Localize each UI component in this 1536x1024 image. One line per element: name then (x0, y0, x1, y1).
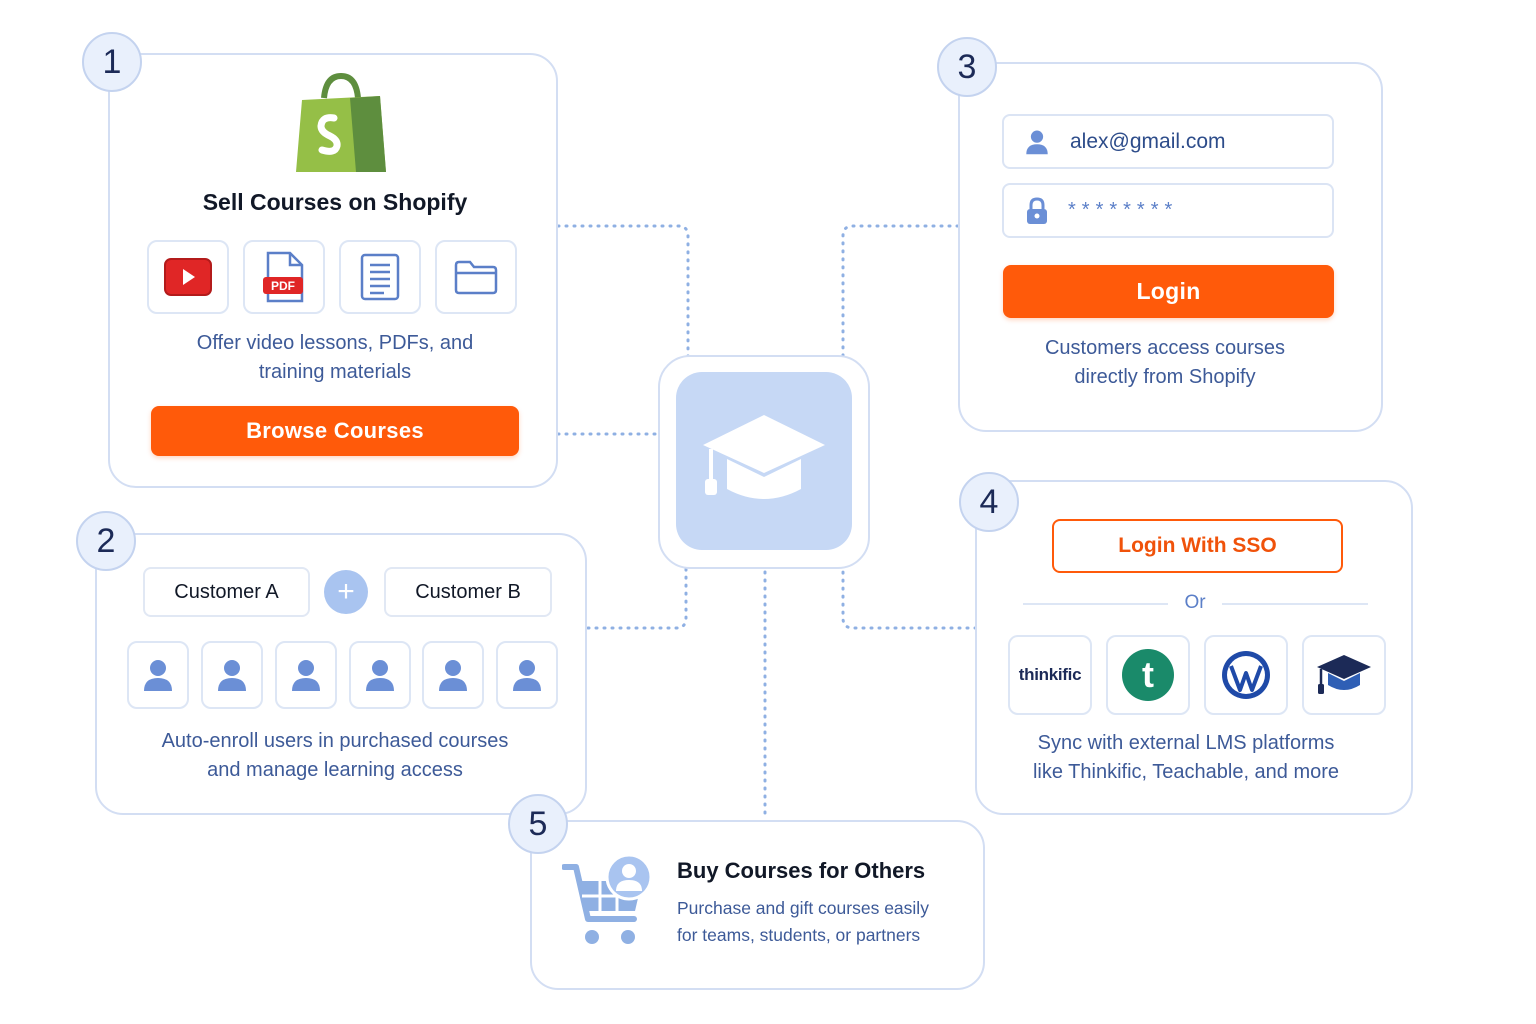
plus-symbol: + (337, 575, 355, 608)
thinkific-logo: thinkific (1018, 665, 1082, 684)
password-value: ******** (1068, 199, 1179, 221)
pdf-label: PDF (271, 279, 295, 293)
lock-icon (1027, 196, 1047, 224)
connector-2 (586, 563, 688, 630)
card5-description-line1: Purchase and gift courses easily (677, 898, 929, 918)
user-tile (127, 641, 189, 709)
connector-4 (841, 563, 978, 630)
folder-icon (454, 260, 498, 295)
card3-description-line1: Customers access courses (1044, 337, 1286, 359)
or-divider-right (1222, 603, 1368, 605)
password-field[interactable]: ******** (1002, 183, 1334, 238)
user-tile (349, 641, 411, 709)
cart-user-icon (562, 853, 653, 944)
lms-tile[interactable] (1302, 635, 1386, 715)
card-buy-for-others (530, 820, 985, 990)
wordpress-icon (1222, 651, 1270, 699)
card5-description: Purchase and gift courses easily for tea… (677, 895, 967, 949)
card2-description-line2: and manage learning access (207, 759, 463, 781)
card1-description: Offer video lessons, PDFs, and training … (148, 329, 522, 387)
connector-3 (841, 224, 960, 358)
login-button[interactable]: Login (1003, 265, 1334, 318)
user-tile (201, 641, 263, 709)
customer-b-pill[interactable]: Customer B (384, 567, 552, 617)
folder-tile[interactable] (435, 240, 517, 314)
plus-icon: + (324, 570, 368, 614)
card5-title: Buy Courses for Others (677, 858, 926, 883)
browse-courses-button[interactable]: Browse Courses (151, 406, 519, 456)
user-icon (439, 660, 467, 691)
teachable-tile[interactable]: t (1106, 635, 1190, 715)
user-tile (275, 641, 337, 709)
user-icon (218, 660, 246, 691)
step-badge-5: 5 (508, 794, 568, 854)
connector-1-top (556, 224, 690, 358)
youtube-tile[interactable] (147, 240, 229, 314)
thinkific-tile[interactable]: thinkific (1008, 635, 1092, 715)
card2-description-line1: Auto-enroll users in purchased courses (161, 730, 509, 752)
youtube-icon (164, 258, 212, 296)
login-sso-button[interactable]: Login With SSO (1052, 519, 1343, 573)
teachable-logo: t (1122, 649, 1174, 701)
email-value: alex@gmail.com (1070, 129, 1226, 153)
card3-description-line2: directly from Shopify (1074, 366, 1256, 388)
card5-description-line2: for teams, students, or partners (677, 925, 921, 945)
user-icon (366, 660, 394, 691)
user-icon (144, 660, 172, 691)
card2-description: Auto-enroll users in purchased courses a… (120, 727, 550, 785)
step-badge-3: 3 (937, 37, 997, 97)
user-icon (292, 660, 320, 691)
card4-description-line1: Sync with external LMS platforms (1037, 732, 1335, 754)
shopify-bag-icon (296, 72, 386, 172)
pdf-tile[interactable]: PDF (243, 240, 325, 314)
card4-description-line2: like Thinkific, Teachable, and more (1032, 761, 1340, 783)
customer-a-pill[interactable]: Customer A (143, 567, 310, 617)
graduation-cap-icon (1317, 655, 1371, 694)
user-icon (513, 660, 541, 691)
email-field[interactable]: alex@gmail.com (1002, 114, 1334, 169)
card3-description: Customers access courses directly from S… (985, 334, 1345, 392)
card1-description-line2: training materials (258, 361, 412, 383)
or-label: Or (1184, 592, 1206, 613)
or-divider-left (1023, 603, 1168, 605)
card4-description: Sync with external LMS platforms like Th… (990, 729, 1382, 787)
step-badge-4: 4 (959, 472, 1019, 532)
pdf-icon: PDF (263, 251, 304, 303)
document-tile[interactable] (339, 240, 421, 314)
wordpress-tile[interactable] (1204, 635, 1288, 715)
card1-description-line1: Offer video lessons, PDFs, and (196, 332, 474, 354)
user-tile (422, 641, 484, 709)
graduation-cap-icon (703, 415, 825, 499)
center-icon-tile (676, 372, 852, 550)
login-sso-label: Login With SSO (1118, 534, 1277, 557)
card1-title: Sell Courses on Shopify (202, 189, 468, 215)
user-icon (1026, 130, 1048, 154)
document-icon (360, 253, 400, 301)
step-badge-2: 2 (76, 511, 136, 571)
user-tile (496, 641, 558, 709)
teachable-letter: t (1142, 654, 1154, 695)
step-badge-1: 1 (82, 32, 142, 92)
